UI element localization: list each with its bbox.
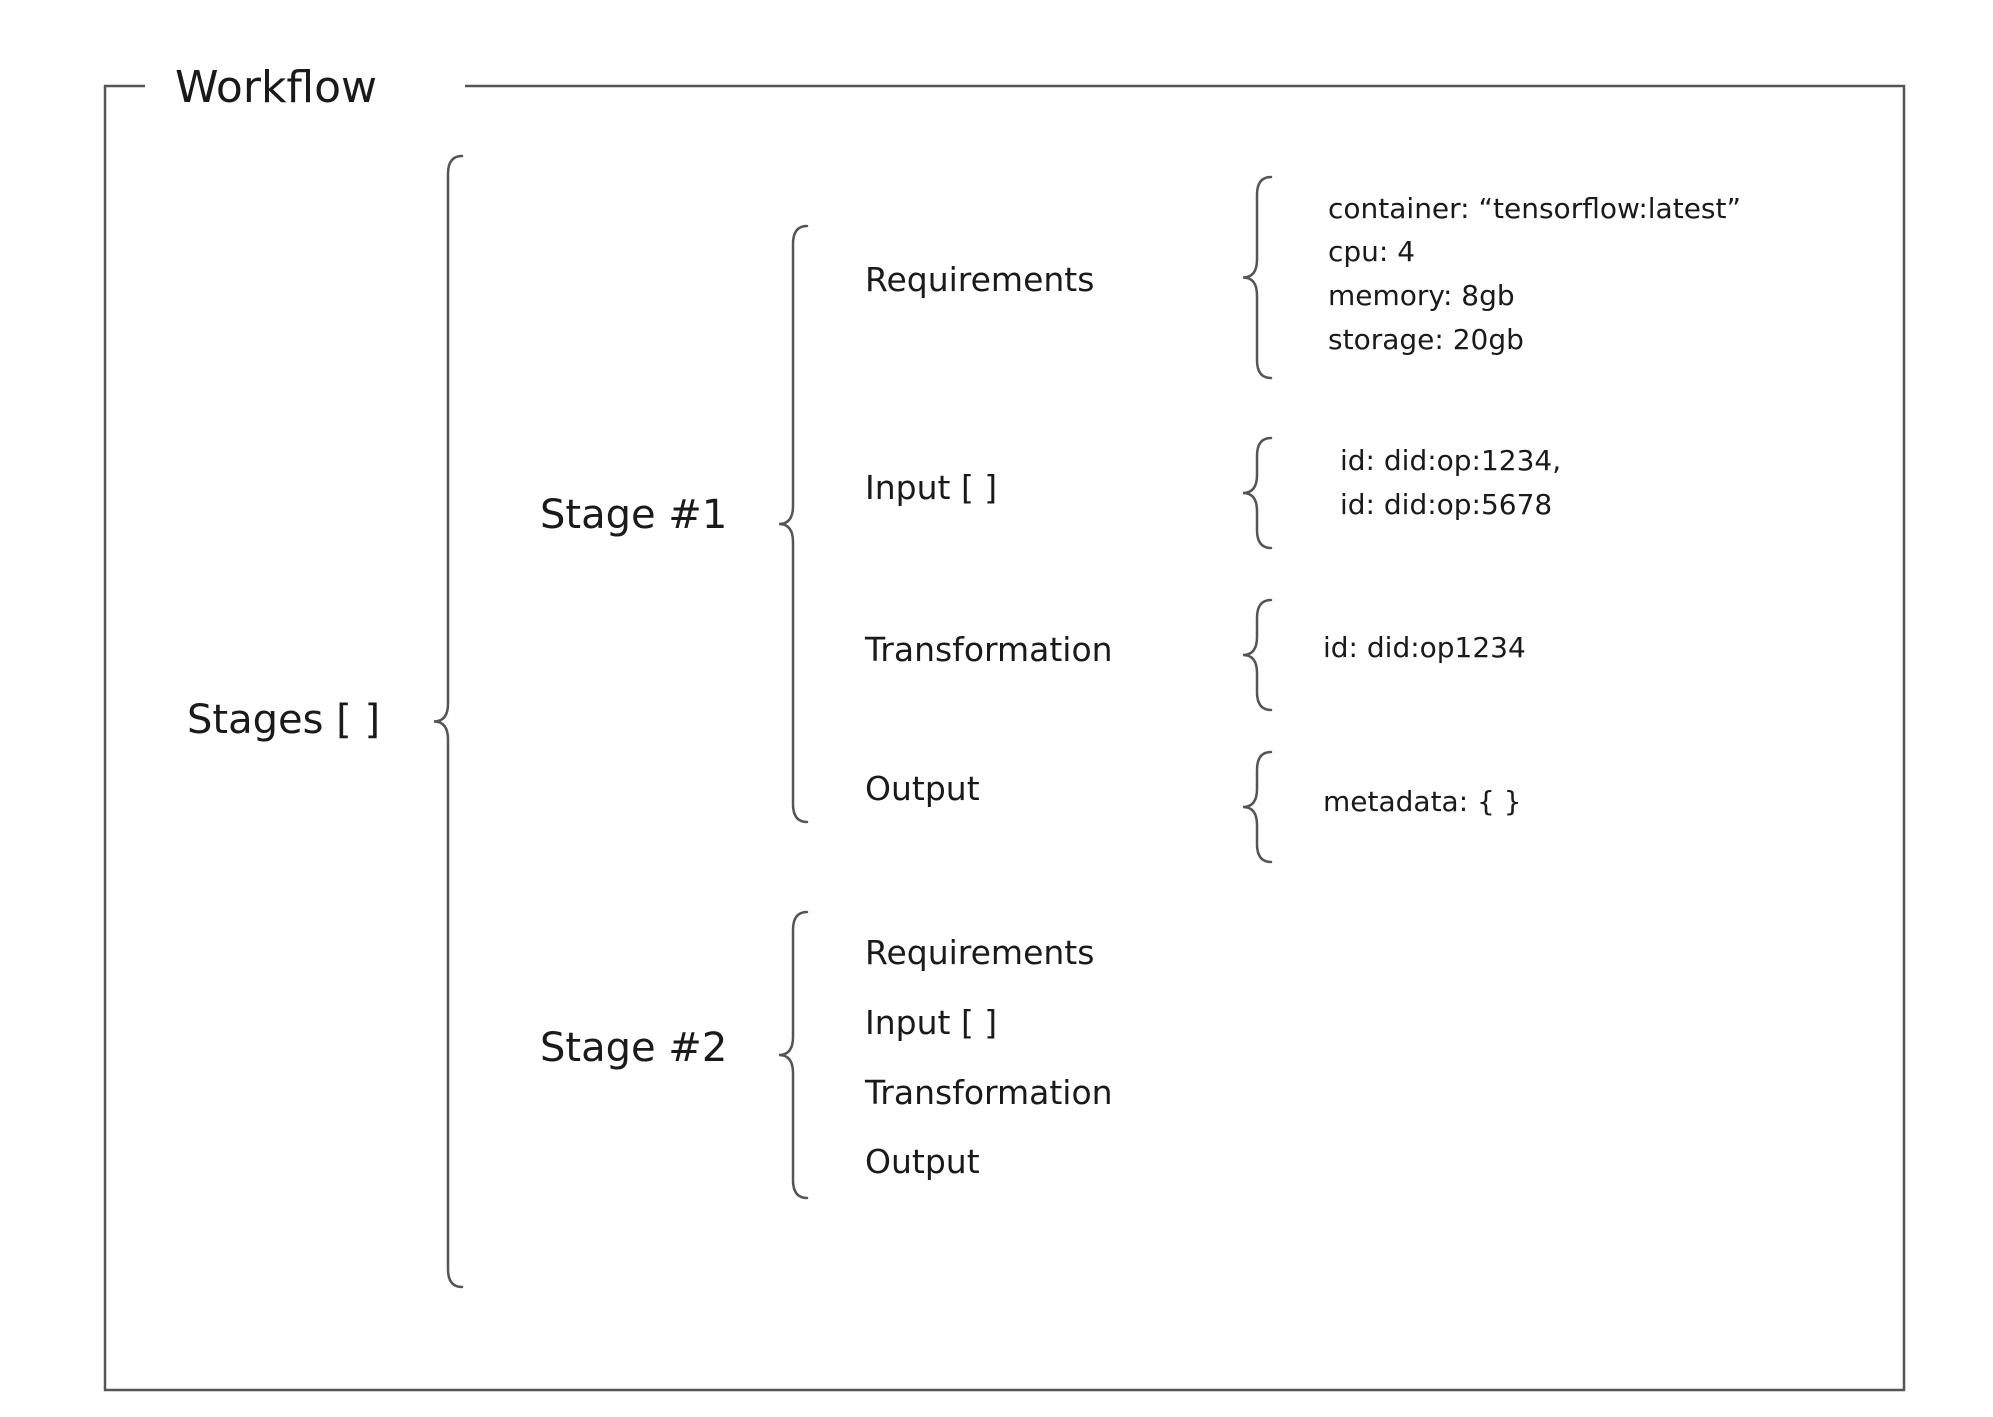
stage-1-brace <box>778 224 809 824</box>
transformation-id: id: did:op1234 <box>1323 631 1526 664</box>
input-detail-brace <box>1242 436 1273 550</box>
stage-2-input-label: Input [ ] <box>865 1003 998 1042</box>
requirements-memory: memory: 8gb <box>1328 279 1515 312</box>
requirements-container: container: “tensorflow:latest” <box>1328 192 1741 225</box>
workflow-frame <box>103 84 1906 1392</box>
stage-1-transformation-label: Transformation <box>865 630 1113 669</box>
requirements-detail-brace <box>1242 175 1273 380</box>
stage-1-output-label: Output <box>865 769 980 808</box>
input-id-1: id: did:op:1234, <box>1340 444 1562 477</box>
stage-2-requirements-label: Requirements <box>865 933 1095 972</box>
stage-2-brace <box>778 910 809 1200</box>
transformation-detail-brace <box>1242 598 1273 712</box>
stage-1-input-label: Input [ ] <box>865 468 998 507</box>
stage-1-requirements-label: Requirements <box>865 260 1095 299</box>
stage-1-label: Stage #1 <box>540 492 728 538</box>
stages-label: Stages [ ] <box>187 697 381 743</box>
stage-2-label: Stage #2 <box>540 1025 728 1071</box>
requirements-cpu: cpu: 4 <box>1328 235 1416 268</box>
stages-brace <box>433 154 464 1289</box>
workflow-title: Workflow <box>175 62 378 113</box>
stage-2-transformation-label: Transformation <box>865 1073 1113 1112</box>
stage-2-output-label: Output <box>865 1142 980 1181</box>
requirements-storage: storage: 20gb <box>1328 323 1524 356</box>
input-id-2: id: did:op:5678 <box>1340 488 1553 521</box>
output-detail-brace <box>1242 750 1273 864</box>
output-metadata: metadata: { } <box>1323 785 1522 818</box>
